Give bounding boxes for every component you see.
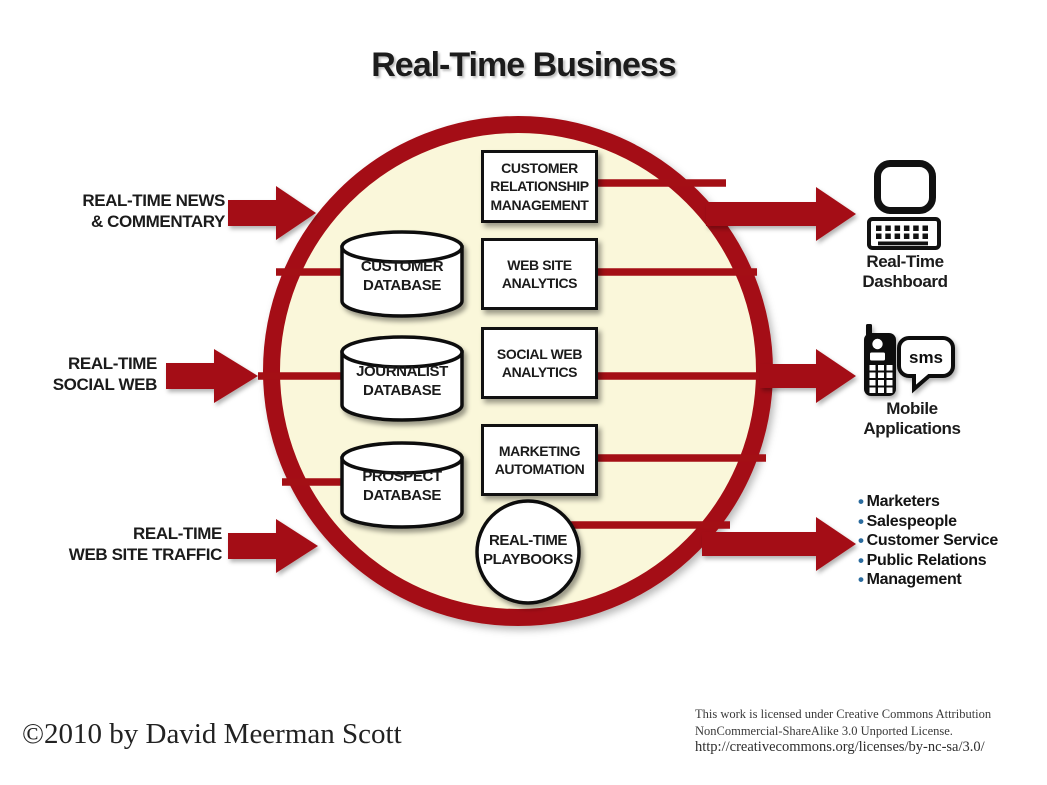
box-label: SOCIAL WEB ANALYTICS [496,345,583,380]
monitor-icon [874,160,936,214]
journalist-database-cylinder [340,335,464,422]
license-url: http://creativecommons.org/licenses/by-n… [695,739,985,755]
mobile-icon: sms [864,324,955,396]
box-label: MARKETING AUTOMATION [494,442,585,477]
journalist-database-label: JOURNALIST DATABASE [356,363,448,399]
list-item: •Customer Service [858,531,998,551]
license-line-2: NonCommercial-ShareAlike 3.0 Unported Li… [695,723,953,738]
box-label: CUSTOMER RELATIONSHIP MANAGEMENT [490,160,589,213]
playbooks-label: REAL-TIME PLAYBOOKS [482,532,574,568]
list-item: •Marketers [858,492,998,512]
arrow-to-mobile [760,349,856,403]
input-label-web-site-traffic: REAL-TIME WEB SITE TRAFFIC [68,524,223,564]
bullet-icon: • [858,570,864,589]
input-label-news-commentary: REAL-TIME NEWS & COMMENTARY [82,191,225,231]
audience-label: Marketers [866,493,940,510]
box-social-web-analytics: SOCIAL WEB ANALYTICS [481,327,598,399]
arrow-web-site-traffic [228,519,318,573]
audience-label: Management [866,571,962,588]
audience-label: Salespeople [866,512,957,530]
list-item: •Management [858,570,998,590]
phone-icon [864,324,896,396]
page-title: Real-Time Business [371,46,677,84]
bullet-icon: • [858,531,864,550]
bullet-icon: • [858,492,864,511]
dashboard-label: Real-Time Dashboard [862,252,948,292]
arrow-news-commentary [228,186,316,240]
bullet-icon: • [858,511,864,531]
keyboard-keys [876,225,928,246]
license-block: This work is licensed under Creative Com… [695,706,991,756]
arrow-to-audiences [702,517,856,571]
database-cylinders [340,230,464,529]
box-web-site-analytics: WEB SITE ANALYTICS [481,238,598,310]
audience-label: Customer Service [866,532,999,549]
audience-label: Public Relations [866,551,987,569]
audience-list: •Marketers •Salespeople •Customer Servic… [858,492,998,590]
prospect-database-cylinder [340,441,464,529]
list-item: •Salespeople [858,512,998,532]
box-marketing-automation: MARKETING AUTOMATION [481,424,598,496]
playbooks-circle [475,499,581,605]
license-line-1: This work is licensed under Creative Com… [695,707,992,721]
customer-database-label: CUSTOMER DATABASE [360,258,444,294]
arrow-social-web [166,349,258,403]
sms-text: sms [909,348,943,367]
box-label: WEB SITE ANALYTICS [501,256,578,291]
arrow-to-dashboard [706,187,856,241]
box-customer-relationship-management: CUSTOMER RELATIONSHIP MANAGEMENT [481,150,598,223]
connector-lines [258,179,790,529]
customer-database-cylinder [340,230,464,318]
mobile-label: Mobile Applications [863,399,961,439]
sms-bubble-icon: sms [897,336,955,394]
dashboard-icon [867,160,941,250]
output-arrows [702,187,856,571]
copyright-text: ©2010 by David Meerman Scott [22,718,402,750]
input-arrows [166,186,318,573]
prospect-database-label: PROSPECT DATABASE [362,468,442,504]
input-label-social-web: REAL-TIME SOCIAL WEB [52,354,158,394]
bullet-icon: • [858,550,864,570]
list-item: •Public Relations [858,551,998,571]
